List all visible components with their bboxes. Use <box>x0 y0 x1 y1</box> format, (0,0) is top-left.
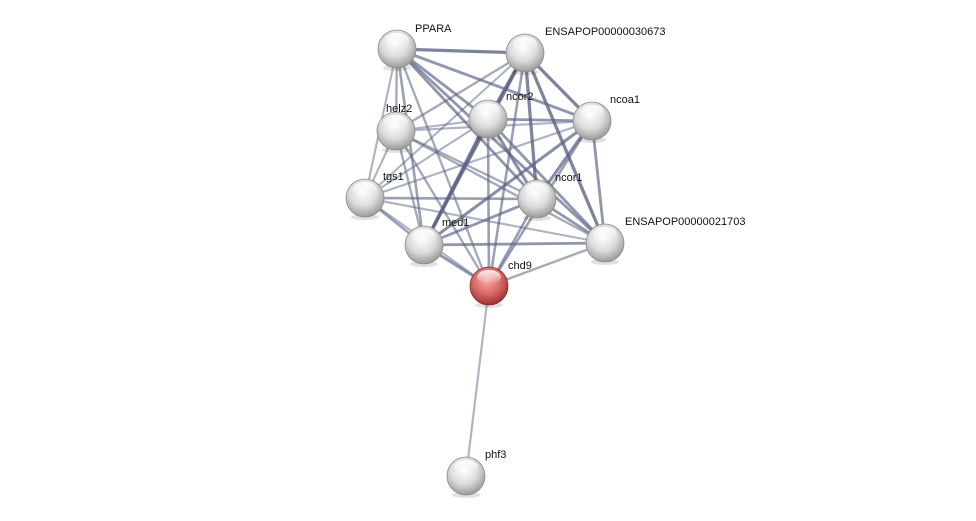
edge-ncoa1-tgs1[interactable] <box>364 119 593 200</box>
node-highlight <box>580 105 604 119</box>
node-highlight <box>476 103 500 117</box>
edge-E21703-chd9[interactable] <box>488 241 606 288</box>
node-highlight <box>593 227 617 241</box>
edge-E30673-ncor1[interactable] <box>523 52 539 200</box>
node-label: phf3 <box>485 449 506 461</box>
node-highlight <box>477 270 501 284</box>
node-phf3[interactable]: phf3 <box>446 449 506 498</box>
node-med1[interactable]: med1 <box>404 217 470 267</box>
edge-PPARA-E30673[interactable] <box>396 47 526 55</box>
node-ncor2[interactable]: ncor2 <box>468 91 534 141</box>
node-E21703[interactable]: ENSAPOP00000021703 <box>585 216 745 265</box>
node-highlight <box>412 229 436 243</box>
edge-ncor2-med1[interactable] <box>422 118 490 246</box>
edge-helz2-E21703[interactable] <box>395 129 606 245</box>
node-chd9[interactable]: chd9 <box>469 260 532 308</box>
node-highlight <box>513 37 537 51</box>
node-highlight <box>384 115 408 129</box>
edge-helz2-med1[interactable] <box>394 130 426 246</box>
node-label: tgs1 <box>383 171 404 183</box>
edge-tgs1-ncor1[interactable] <box>364 196 538 201</box>
node-E30673[interactable]: ENSAPOP00000030673 <box>505 26 665 75</box>
edge-ncor2-E21703[interactable] <box>486 118 607 244</box>
node-label: ncor2 <box>506 91 534 103</box>
node-label: ncor1 <box>555 172 583 184</box>
node-label: ENSAPOP00000030673 <box>545 26 665 38</box>
edge-E30673-chd9[interactable] <box>487 52 527 287</box>
node-ncoa1[interactable]: ncoa1 <box>572 94 640 143</box>
edge-E30673-E21703[interactable] <box>523 52 607 244</box>
node-PPARA[interactable]: PPARA <box>377 23 452 71</box>
node-label: chd9 <box>508 260 532 272</box>
node-highlight <box>454 460 478 474</box>
node-highlight <box>385 33 409 47</box>
node-label: PPARA <box>415 23 452 35</box>
node-label: ENSAPOP00000021703 <box>625 216 745 228</box>
edge-ncor1-med1[interactable] <box>423 197 538 247</box>
edge-ncor2-tgs1[interactable] <box>364 118 489 199</box>
node-label: med1 <box>442 217 470 229</box>
edge-PPARA-chd9[interactable] <box>395 48 491 287</box>
node-ncor1[interactable]: ncor1 <box>517 172 583 221</box>
edge-E30673-helz2[interactable] <box>395 51 526 133</box>
node-label: helz2 <box>386 103 412 115</box>
edge-PPARA-ncor1[interactable] <box>395 48 539 200</box>
nodes-layer: PPARA ENSAPOP00000030673 ncor2 ncoa1 helz2 tg… <box>345 23 745 498</box>
node-helz2[interactable]: helz2 <box>376 103 416 153</box>
node-highlight <box>525 183 549 197</box>
edge-E30673-tgs1[interactable] <box>364 52 526 199</box>
node-label: ncoa1 <box>610 94 640 106</box>
edge-chd9-phf3[interactable] <box>464 285 491 477</box>
edge-PPARA-med1[interactable] <box>395 48 426 246</box>
edge-helz2-chd9[interactable] <box>394 130 491 287</box>
edge-PPARA-ncoa1[interactable] <box>396 47 593 123</box>
node-highlight <box>353 182 377 196</box>
edge-med1-E21703[interactable] <box>423 241 606 247</box>
edge-ncoa1-E21703[interactable] <box>590 120 607 244</box>
edge-PPARA-E21703[interactable] <box>396 47 606 245</box>
edge-ncor2-chd9[interactable] <box>486 118 491 287</box>
node-tgs1[interactable]: tgs1 <box>345 171 404 220</box>
